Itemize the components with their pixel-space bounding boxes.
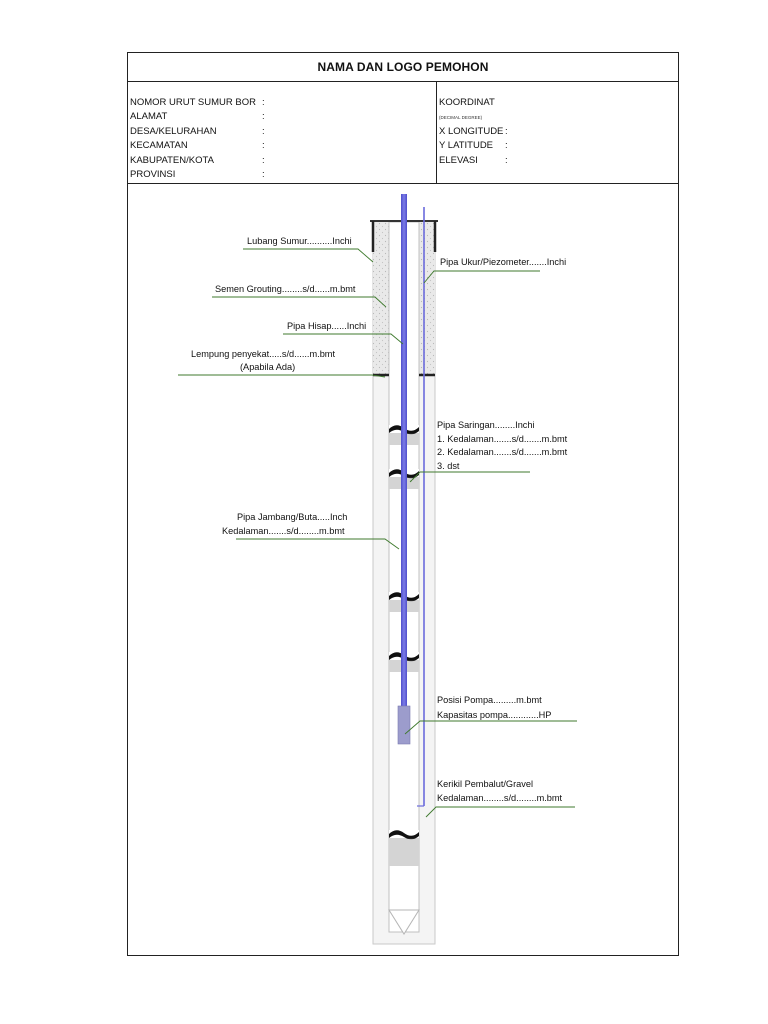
label-pipa-hisap: Pipa Hisap......Inchi <box>287 321 366 331</box>
field-colon: : <box>505 155 508 166</box>
pump <box>397 705 411 745</box>
label-saringan-2: 1. Kedalaman.......s/d.......m.bmt <box>437 434 568 444</box>
field-colon: : <box>262 140 265 151</box>
field-label-longitude: X LONGITUDE <box>439 126 504 137</box>
field-colon: : <box>505 140 508 151</box>
field-label-desa: DESA/KELURAHAN <box>130 126 217 137</box>
leader-jambang <box>236 538 400 550</box>
leader-pipa-ukur <box>423 270 540 284</box>
label-saringan-4: 3. dst <box>437 461 460 471</box>
info-section: NOMOR URUT SUMUR BOR : ALAMAT : DESA/KEL… <box>128 82 678 184</box>
field-colon: : <box>262 126 265 137</box>
field-label-kecamatan: KECAMATAN <box>130 140 188 151</box>
casing-tip <box>388 909 420 935</box>
label-lubang-sumur: Lubang Sumur..........Inchi <box>247 236 352 246</box>
suction-pipe <box>401 194 407 708</box>
label-saringan-1: Pipa Saringan........Inchi <box>437 420 535 430</box>
label-pompa-2: Kapasitas pompa............HP <box>437 710 551 720</box>
page-title: NAMA DAN LOGO PEMOHON <box>128 53 678 82</box>
info-divider <box>436 82 437 183</box>
leader-pompa <box>404 720 577 735</box>
leader-pipa-hisap <box>283 333 404 345</box>
leader-semen <box>212 296 387 308</box>
field-colon: : <box>262 169 265 180</box>
leader-kerikil <box>425 806 575 818</box>
screen-section <box>389 830 419 866</box>
leader-saringan <box>409 471 530 483</box>
label-pipa-ukur: Pipa Ukur/Piezometer.......Inchi <box>440 257 566 267</box>
field-colon: : <box>262 155 265 166</box>
koordinat-subheading: (DECIMAL DEGREE) <box>439 115 483 120</box>
label-kerikil-1: Kerikil Pembalut/Gravel <box>437 779 533 789</box>
label-jambang-1: Pipa Jambang/Buta.....Inch <box>237 512 347 522</box>
field-label-alamat: ALAMAT <box>130 111 168 122</box>
field-label-provinsi: PROVINSI <box>130 169 176 180</box>
field-colon: : <box>262 97 265 108</box>
diagram-labels: Lubang Sumur..........Inchi Pipa Ukur/Pi… <box>191 236 568 803</box>
field-colon: : <box>505 126 508 137</box>
label-kerikil-2: Kedalaman........s/d........m.bmt <box>437 793 563 803</box>
label-saringan-3: 2. Kedalaman.......s/d.......m.bmt <box>437 447 568 457</box>
label-lempung-2: (Apabila Ada) <box>240 362 295 372</box>
field-colon: : <box>262 111 265 122</box>
label-lempung-1: Lempung penyekat.....s/d......m.bmt <box>191 349 335 359</box>
koordinat-heading: KOORDINAT <box>439 97 495 108</box>
field-label-kabupaten: KABUPATEN/KOTA <box>130 155 214 166</box>
field-label-elevasi: ELEVASI <box>439 155 478 166</box>
label-semen-grouting: Semen Grouting........s/d......m.bmt <box>215 284 356 294</box>
label-jambang-2: Kedalaman.......s/d........m.bmt <box>222 526 345 536</box>
label-pompa-1: Posisi Pompa.........m.bmt <box>437 695 542 705</box>
field-label-nomor: NOMOR URUT SUMUR BOR <box>130 97 256 108</box>
leader-lempung <box>178 374 386 378</box>
leader-lines <box>178 248 577 818</box>
field-label-latitude: Y LATITUDE <box>439 140 494 151</box>
leader-lubang <box>243 248 374 263</box>
form-frame: NAMA DAN LOGO PEMOHON NOMOR URUT SUMUR B… <box>127 52 679 956</box>
